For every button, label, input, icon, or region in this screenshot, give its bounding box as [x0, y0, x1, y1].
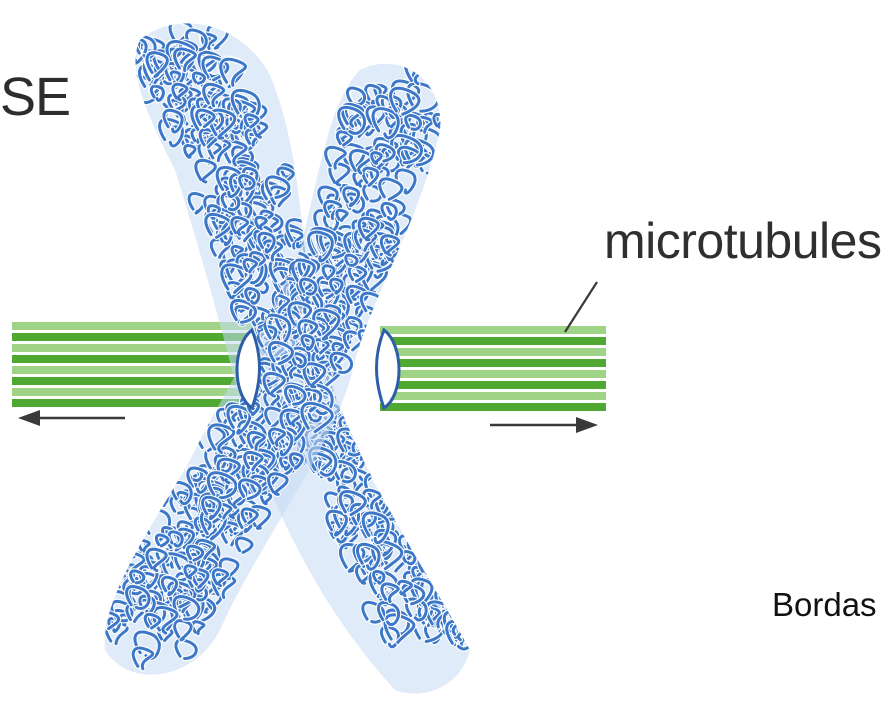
- chromatin-loop: [423, 548, 443, 571]
- microtubules-left: [12, 322, 258, 407]
- microtubule-fiber: [380, 337, 606, 345]
- chromatin-loop: [357, 408, 381, 436]
- chromatin-loop: [433, 557, 454, 576]
- chromatin-loop: [352, 400, 376, 428]
- chromatin-loop: [373, 468, 389, 484]
- microtubule-fiber: [380, 348, 606, 356]
- chromatin-loop: [450, 558, 479, 587]
- partial-heading-label: SE: [0, 66, 76, 128]
- microtubule-fiber: [12, 366, 258, 374]
- chromatin-loop: [121, 45, 132, 59]
- microtubules-label: microtubules: [600, 212, 885, 270]
- microtubule-fiber: [380, 403, 606, 411]
- chromatin-loop: [373, 423, 384, 435]
- chromatin-loop: [391, 486, 411, 509]
- chromatin-loop: [416, 527, 433, 548]
- chromatin-loop: [405, 462, 420, 476]
- chromatin-loop: [352, 426, 365, 440]
- microtubules-right: [380, 326, 606, 411]
- chromatin-loop: [366, 456, 379, 468]
- chromatin-loop: [381, 460, 404, 482]
- chromatin-loop: [439, 560, 459, 585]
- chromatin-loop: [360, 415, 380, 438]
- chromatin-loop: [386, 451, 407, 472]
- microtubule-fiber: [12, 333, 258, 341]
- chromatin-loop: [421, 507, 436, 523]
- chromatin-loop: [417, 510, 438, 531]
- chromatin-loop: [420, 539, 449, 565]
- chromatin-loop: [395, 504, 408, 518]
- chromatin-loop: [414, 536, 439, 558]
- microtubule-fiber: [380, 370, 606, 378]
- chromatin-loop: [471, 613, 487, 631]
- chromatin-loop: [396, 486, 409, 502]
- microtubule-fiber: [12, 355, 258, 363]
- microtubules-leader-line: [565, 282, 597, 332]
- chromatin-loop: [401, 469, 428, 495]
- chromatin-loop: [359, 331, 369, 343]
- chromatin-loop: [375, 458, 386, 469]
- chromatin-loop: [377, 429, 394, 445]
- microtubule-fiber: [12, 344, 258, 352]
- chromatin-loop: [417, 523, 435, 544]
- microtubule-fiber: [380, 381, 606, 389]
- chromatin-loop: [457, 578, 468, 591]
- chromatin-loop: [411, 478, 435, 502]
- chromatin-loop: [436, 555, 464, 580]
- chromatin-loop: [426, 548, 444, 565]
- microtubule-fiber: [380, 326, 606, 334]
- chromatin-loop: [385, 488, 396, 501]
- chromatin-loop: [385, 462, 405, 484]
- chromatin-loop: [377, 422, 392, 436]
- chromatin-loop: [376, 470, 397, 492]
- chromatin-loop: [387, 468, 402, 481]
- chromatin-loop: [417, 528, 438, 548]
- chromatin-loop: [422, 552, 433, 564]
- microtubule-fiber: [12, 388, 258, 396]
- chromatin-loop: [388, 440, 418, 468]
- chromatin-loop: [459, 584, 478, 605]
- arrow-right-icon: [490, 417, 598, 433]
- chromatin-loop: [385, 457, 400, 474]
- chromatin-loop: [419, 557, 434, 573]
- chromatin-loop: [386, 436, 400, 451]
- chromatin-loop: [384, 486, 406, 507]
- microtubule-fiber: [12, 377, 258, 385]
- chromatin-loop: [402, 476, 416, 492]
- chromatin-loop: [352, 369, 363, 380]
- microtubule-fiber: [380, 392, 606, 400]
- chromatin-loop: [431, 562, 453, 587]
- arrow-left-icon: [18, 410, 125, 426]
- chromatin-loop: [342, 398, 372, 425]
- chromatin-loop: [345, 385, 366, 409]
- microtubule-fiber: [380, 359, 606, 367]
- credit-label: Bordas: [768, 586, 881, 624]
- chromatin-loop: [379, 413, 389, 425]
